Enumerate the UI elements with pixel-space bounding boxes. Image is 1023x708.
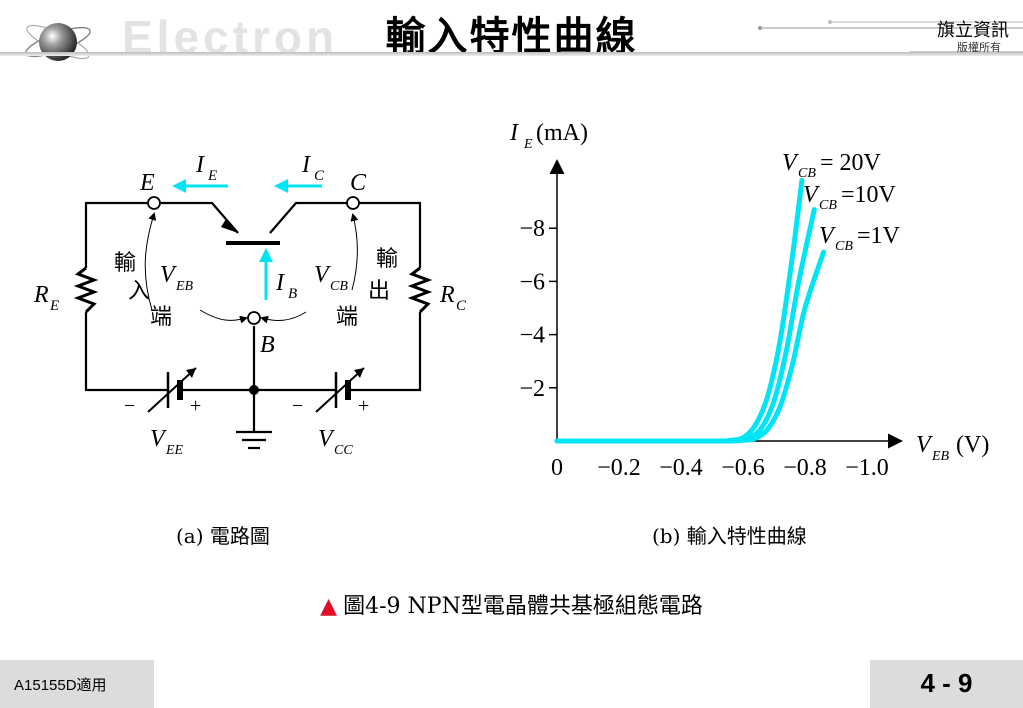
terminal-c — [346, 196, 360, 210]
svg-text:CB: CB — [798, 166, 816, 181]
x-tick-label: −0.2 — [597, 455, 641, 481]
figure-caption-text: 圖4-9 NPN型電晶體共基極組態電路 — [343, 594, 703, 619]
vcc-plus: + — [358, 395, 369, 417]
x-axis-unit: (V) — [956, 432, 989, 458]
x-axis-label-sub: EB — [931, 449, 950, 464]
label-b: B — [260, 332, 275, 358]
label-e: E — [139, 170, 155, 196]
label-ie: I — [195, 152, 205, 178]
page-number: 4 - 9 — [920, 668, 973, 698]
label-vee-sub: EE — [165, 443, 184, 458]
svg-text:V: V — [803, 182, 820, 208]
input-characteristic-chart: 0 −0.2 −0.4 −0.6 −0.8 −1.0 −2 −4 −6 −8 I E (mA) V… — [509, 120, 989, 481]
series-curve-2 — [554, 249, 827, 444]
resistor-rc — [407, 266, 433, 314]
label-rc-sub: C — [456, 298, 467, 314]
output-terminal-char-2: 出 — [368, 278, 390, 303]
x-axis-label: V — [916, 432, 933, 458]
label-re-sub: E — [49, 298, 59, 314]
vee-plus: + — [190, 395, 201, 417]
series-label-20v: V CB = 20V — [782, 150, 882, 181]
label-vcb-sub: CB — [330, 279, 348, 294]
label-vcc: V — [318, 426, 335, 452]
svg-text:CB: CB — [835, 239, 853, 254]
label-ib-sub: B — [288, 286, 297, 302]
y-tick-label: −4 — [519, 323, 545, 349]
globe-orbit-icon — [25, 23, 91, 61]
x-tick-label: −0.4 — [659, 455, 703, 481]
vee-minus: − — [124, 395, 135, 417]
output-terminal-char-1: 輸 — [376, 246, 398, 271]
y-tick-label: −6 — [519, 269, 545, 295]
header-rule — [0, 52, 1023, 56]
y-axis-unit: (mA) — [536, 120, 588, 146]
vcb-arrow-up — [350, 213, 359, 291]
x-tick-label: −0.8 — [783, 455, 827, 481]
label-rc: R — [439, 282, 455, 308]
terminal-e — [147, 196, 161, 210]
triangle-icon: ▲ — [320, 594, 338, 619]
x-tick-label: 0 — [551, 455, 563, 481]
x-tick-label: −0.6 — [721, 455, 765, 481]
current-arrow-ib — [259, 248, 273, 300]
label-ie-sub: E — [207, 168, 217, 184]
footer-course-box: A15155D適用 — [0, 660, 154, 708]
svg-text:=10V: =10V — [841, 182, 897, 208]
svg-text:V: V — [782, 150, 799, 176]
label-re: R — [33, 282, 49, 308]
series-label-1v: V CB =1V — [819, 223, 901, 254]
label-vcb: V — [314, 262, 331, 288]
svg-text:CB: CB — [819, 198, 837, 213]
vcb-arrow-left — [260, 311, 307, 324]
y-axis-label: I — [509, 120, 519, 146]
chart-caption: (b) 輸入特性曲線 — [652, 524, 807, 548]
veb-arrow-right — [199, 309, 248, 324]
y-axis-label-sub: E — [523, 137, 533, 152]
veb-arrow-up — [144, 212, 157, 311]
label-vcc-sub: CC — [334, 443, 353, 458]
svg-text:=1V: =1V — [857, 223, 901, 249]
label-ic-sub: C — [314, 168, 325, 184]
current-arrow-ie — [172, 179, 228, 193]
course-code: A15155D適用 — [14, 677, 107, 694]
input-terminal-char-3: 端 — [150, 304, 172, 329]
publisher-name: 旗立資訊 — [937, 20, 1009, 41]
svg-text:= 20V: = 20V — [820, 150, 882, 176]
copyright-note: 版權所有 — [957, 41, 1001, 54]
series-curve-1 — [554, 207, 817, 444]
figure-caption: ▲圖4-9 NPN型電晶體共基極組態電路 — [0, 588, 1023, 620]
terminal-b — [247, 311, 261, 325]
current-arrow-ic — [274, 179, 322, 193]
y-tick-label: −8 — [519, 216, 545, 242]
x-tick-label: −1.0 — [845, 455, 889, 481]
label-c: C — [350, 170, 367, 196]
y-tick-label: −2 — [519, 376, 545, 402]
label-ic: I — [301, 152, 311, 178]
output-terminal-char-3: 端 — [336, 304, 358, 329]
label-vee: V — [150, 426, 167, 452]
battery-vee — [147, 367, 197, 413]
input-terminal-char-2: 入 — [128, 278, 150, 303]
footer-page-box: 4 - 9 — [870, 660, 1023, 708]
label-ib: I — [275, 270, 285, 296]
label-veb: V — [160, 262, 177, 288]
circuit-diagram: E C B I E I C I B V EB V CB R E R C V EE… — [33, 152, 467, 458]
circuit-caption: (a) 電路圖 — [176, 524, 270, 548]
battery-vcc — [315, 367, 365, 413]
resistor-re — [73, 266, 99, 314]
svg-text:V: V — [819, 223, 836, 249]
series-label-10v: V CB =10V — [803, 182, 897, 213]
vcc-minus: − — [292, 395, 303, 417]
input-terminal-char-1: 輸 — [114, 250, 136, 275]
label-veb-sub: EB — [175, 279, 194, 294]
series-curve-0 — [554, 177, 805, 444]
